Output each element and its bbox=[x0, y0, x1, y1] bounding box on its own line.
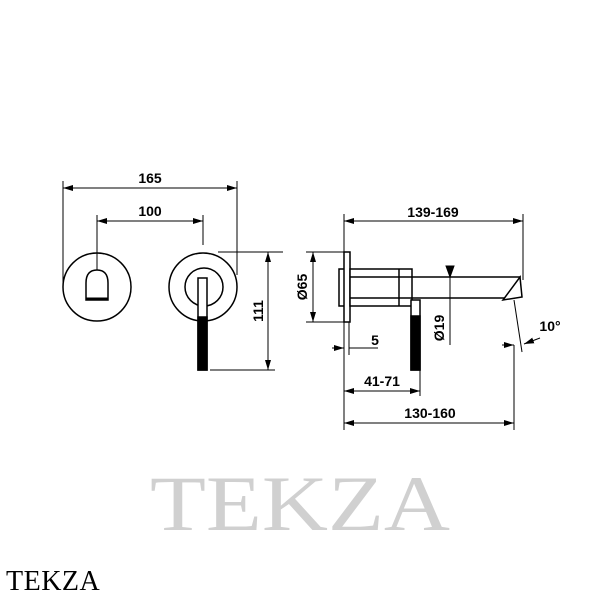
dim-165: 165 bbox=[138, 170, 162, 186]
dim-130-160: 130-160 bbox=[404, 405, 456, 421]
dim-111: 111 bbox=[250, 300, 266, 322]
dim-angle-10: 10° bbox=[539, 318, 560, 334]
brand-logo: TEKZA bbox=[6, 566, 101, 597]
valve-body bbox=[349, 268, 413, 307]
dim-139-169: 139-169 bbox=[407, 204, 459, 220]
dim-5: 5 bbox=[371, 332, 379, 348]
wall-plate-side bbox=[343, 251, 351, 323]
spout-outlet bbox=[85, 269, 109, 301]
dim-diameter-65: Ø65 bbox=[294, 274, 310, 301]
watermark: TEKZA bbox=[150, 460, 450, 547]
dim-41-71: 41-71 bbox=[364, 373, 400, 389]
dim-diameter-19: Ø19 bbox=[431, 315, 447, 342]
dim-100: 100 bbox=[138, 203, 162, 219]
